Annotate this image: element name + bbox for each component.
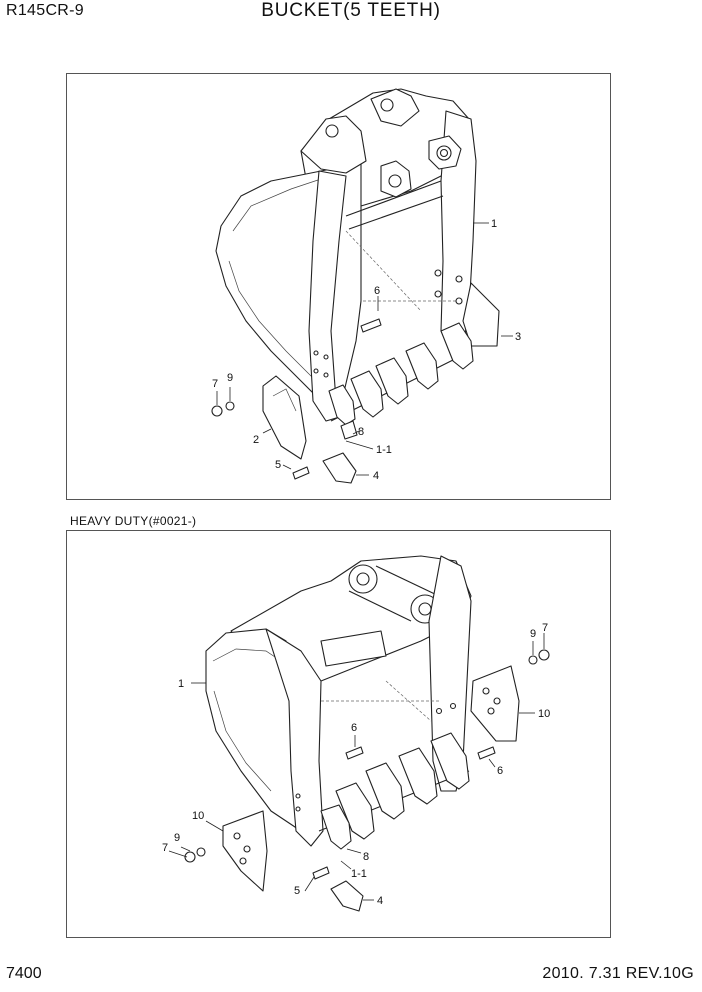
callout-9: 9 bbox=[530, 628, 536, 640]
callout-9: 9 bbox=[227, 372, 233, 384]
page-title: BUCKET(5 TEETH) bbox=[261, 0, 441, 21]
callout-1: 1 bbox=[178, 678, 184, 690]
callout-6: 6 bbox=[374, 285, 380, 297]
page-number: 7400 bbox=[6, 965, 42, 982]
callout-8: 8 bbox=[363, 851, 369, 863]
bucket-standard-drawing: 1 3 6 7 9 2 8 1-1 5 4 bbox=[211, 88, 521, 484]
callout-4: 4 bbox=[373, 470, 379, 482]
callout-4: 4 bbox=[377, 895, 383, 907]
callout-9: 9 bbox=[174, 832, 180, 844]
bucket-heavy-duty-drawing: 1 7 9 10 6 6 10 9 7 8 1-1 5 4 bbox=[162, 555, 550, 912]
model-number: R145CR-9 bbox=[6, 2, 84, 19]
callout-7: 7 bbox=[212, 378, 218, 390]
diagram-panel-standard: 1 3 6 7 9 2 8 1-1 5 4 bbox=[66, 73, 611, 500]
callout-1-1: 1-1 bbox=[376, 444, 392, 456]
revision-date: 2010. 7.31 REV.10G bbox=[542, 965, 694, 982]
callout-1: 1 bbox=[491, 218, 497, 230]
callout-10: 10 bbox=[192, 810, 204, 822]
callout-10: 10 bbox=[538, 708, 550, 720]
callout-7: 7 bbox=[542, 622, 548, 634]
callout-6: 6 bbox=[351, 722, 357, 734]
section-heading-heavy-duty: HEAVY DUTY(#0021-) bbox=[70, 514, 197, 528]
diagram-panel-heavy-duty: 1 7 9 10 6 6 10 9 7 8 1-1 5 4 bbox=[66, 530, 611, 938]
callout-1-1: 1-1 bbox=[351, 868, 367, 880]
callout-3: 3 bbox=[515, 331, 521, 343]
callout-5: 5 bbox=[275, 459, 281, 471]
callout-5: 5 bbox=[294, 885, 300, 897]
callout-8: 8 bbox=[358, 426, 364, 438]
callout-7: 7 bbox=[162, 842, 168, 854]
callout-6: 6 bbox=[497, 765, 503, 777]
callout-2: 2 bbox=[253, 434, 259, 446]
